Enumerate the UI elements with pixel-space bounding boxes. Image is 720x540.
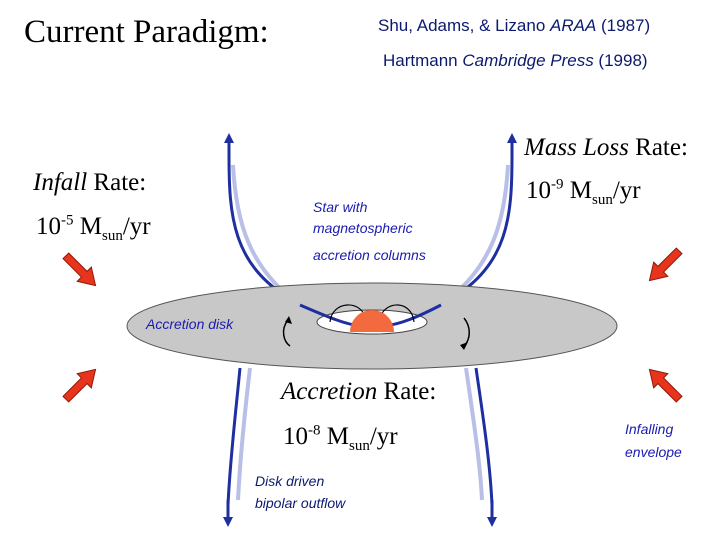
accretion-unit: M	[320, 423, 349, 450]
accretion-label-italic: Accretion	[281, 378, 378, 405]
infall-label-rest: Rate:	[87, 169, 147, 196]
mass-loss-rate-value: 10-9 Msun/yr	[526, 176, 641, 208]
reference-hartmann-year: (1998)	[593, 51, 648, 70]
star-label-line3: accretion columns	[313, 247, 426, 263]
accretion-unit-tail: /yr	[369, 423, 398, 450]
reference-hartmann-publisher: Cambridge Press	[462, 51, 594, 70]
mass-loss-mantissa: 10	[526, 177, 551, 204]
protostar	[350, 310, 394, 332]
reference-shu: Shu, Adams, & Lizano ARAA (1987)	[378, 16, 650, 36]
mass-loss-unit: M	[563, 177, 592, 204]
infall-rate-label: Infall Rate:	[33, 169, 146, 197]
accretion-rate-value: 10-8 Msun/yr	[283, 422, 398, 454]
accretion-mantissa: 10	[283, 423, 308, 450]
infall-arrows	[62, 247, 683, 403]
infall-arrow-upper-left	[62, 252, 97, 287]
accretion-rate-label: Accretion Rate:	[281, 378, 436, 406]
envelope-label-line1: Infalling	[625, 421, 674, 437]
infall-unit-tail: /yr	[122, 213, 151, 240]
mass-loss-label-rest: Rate:	[628, 134, 688, 161]
reference-hartmann-author: Hartmann	[383, 51, 463, 70]
infall-label-italic: Infall	[33, 169, 88, 196]
infall-arrow-upper-right	[648, 247, 683, 282]
infall-unit: M	[73, 213, 102, 240]
outflow-label: Disk driven bipolar outflow	[255, 470, 345, 514]
reference-shu-year: (1987)	[596, 16, 651, 35]
outflow-label-line1: Disk driven	[255, 473, 325, 489]
mass-loss-unit-sub: sun	[591, 192, 613, 208]
star-label-line1: Star with	[313, 199, 368, 215]
star-label-line2: magnetospheric	[313, 220, 413, 236]
star-label: Star with magnetospheric accretion colum…	[313, 197, 426, 266]
infall-unit-sub: sun	[101, 228, 123, 244]
mass-loss-label-italic: Mass Loss	[524, 134, 629, 161]
reference-shu-authors: Shu, Adams, & Lizano	[378, 16, 550, 35]
mass-loss-rate-label: Mass Loss Rate:	[524, 134, 688, 162]
infall-mantissa: 10	[36, 213, 61, 240]
reference-hartmann: Hartmann Cambridge Press (1998)	[383, 51, 648, 71]
reference-shu-journal: ARAA	[550, 16, 597, 35]
envelope-label-line2: envelope	[625, 444, 682, 460]
envelope-label: Infalling envelope	[625, 418, 682, 464]
infall-exponent: -5	[61, 212, 74, 229]
outflow-label-line2: bipolar outflow	[255, 495, 346, 511]
lower-outflow-lobe	[223, 367, 497, 527]
accretion-label-rest: Rate:	[377, 378, 437, 405]
mass-loss-exponent: -9	[551, 176, 564, 193]
accretion-exponent: -8	[308, 422, 321, 439]
infall-arrow-lower-right	[648, 368, 683, 403]
infall-rate-value: 10-5 Msun/yr	[36, 212, 151, 244]
page-title: Current Paradigm:	[24, 14, 269, 50]
accretion-disk-label: Accretion disk	[146, 316, 234, 332]
mass-loss-unit-tail: /yr	[612, 177, 641, 204]
infall-arrow-lower-left	[62, 368, 97, 403]
accretion-unit-sub: sun	[348, 438, 370, 454]
rotation-arrow-left	[282, 319, 291, 347]
